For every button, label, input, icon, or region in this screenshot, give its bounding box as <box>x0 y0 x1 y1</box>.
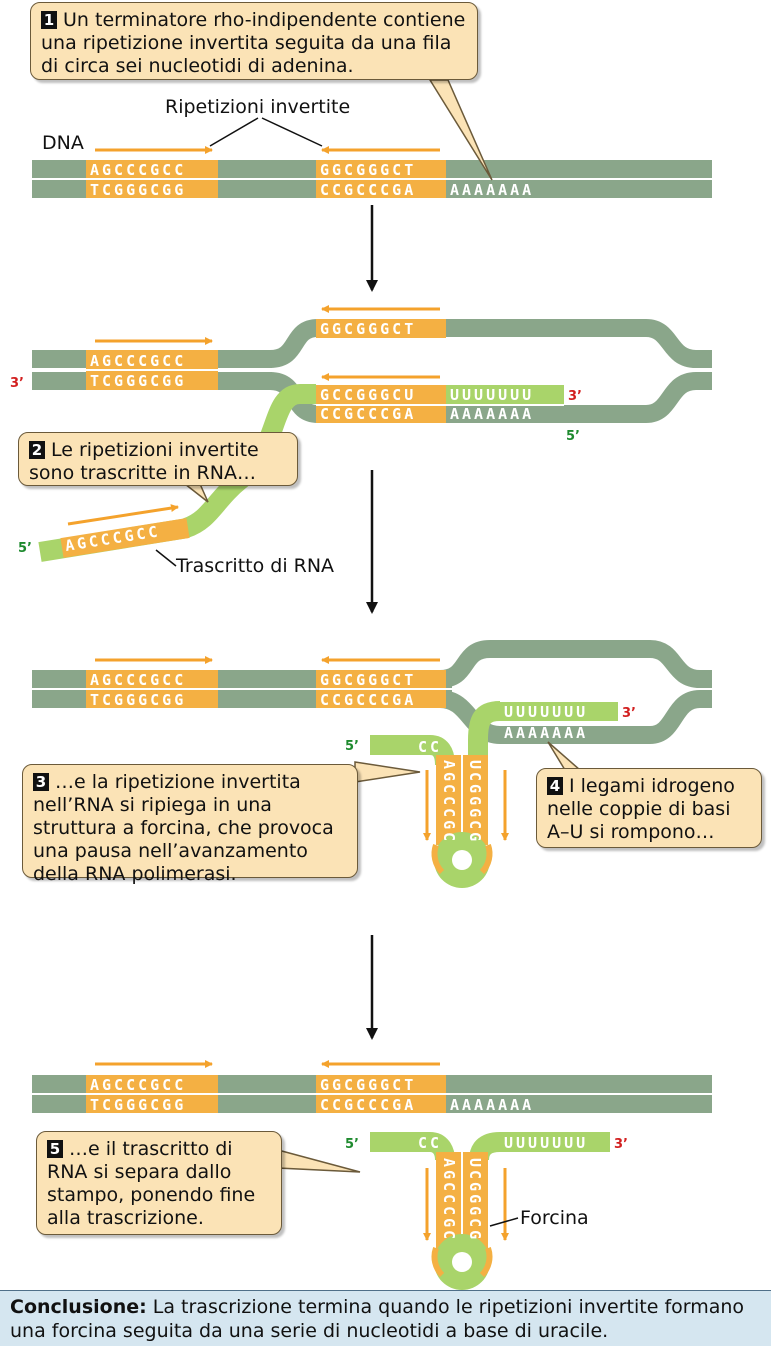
p2-rna-rep2: GCCGGGCU <box>320 386 416 404</box>
seq-rep1-top: AGCCCGCC <box>90 161 186 179</box>
p5-stem-right: UCGGGCG <box>466 1158 484 1242</box>
dna-label: DNA <box>42 132 84 154</box>
p4-rep2-bottom: CCGCCCGA <box>320 1096 416 1114</box>
panel-5: CC UUUUUUU AGCCCGC UCGGGCG 5’ 3’ Forcina <box>277 1132 628 1290</box>
p4-rep2-top: GGCGGGCT <box>320 1076 416 1094</box>
p3-rep2-top: GGCGGGCT <box>320 671 416 689</box>
conclusion-text: La trascrizione termina quando le ripeti… <box>10 1296 745 1342</box>
hairpin-label: Forcina <box>520 1207 589 1229</box>
conclusion-box: Conclusione: La trascrizione termina qua… <box>0 1290 771 1346</box>
p3-stem-right: UCGGGCG <box>466 760 484 844</box>
p2-rep1-top: AGCCCGCC <box>90 352 186 370</box>
p3-rep1-top: AGCCCGCC <box>90 671 186 689</box>
p4-rep1-bottom: TCGGGCGG <box>90 1096 186 1114</box>
callout-1-text: Un terminatore rho-indipendente contiene… <box>41 9 466 77</box>
inverted-repeats-label: Ripetizioni invertite <box>165 96 350 118</box>
panel-1: AGCCCGCC TCGGGCGG GGCGGGCT CCGCCCGA AAAA… <box>32 79 712 199</box>
p2-poly-u: UUUUUUU <box>450 386 534 404</box>
p5-poly-u: UUUUUUU <box>504 1134 588 1152</box>
p2-poly-a: AAAAAAA <box>450 405 534 423</box>
callout-5-text: …e il trascritto di RNA si separa dallo … <box>47 1138 256 1229</box>
callout-2-text: Le ripetizioni invertite sono trascritte… <box>29 439 259 484</box>
p3-rep1-bottom: TCGGGCGG <box>90 691 186 709</box>
seq-rep2-top: GGCGGGCT <box>320 161 416 179</box>
p5-stem-left: AGCCCGC <box>440 1158 458 1242</box>
step-number-2: 2 <box>29 441 45 459</box>
step-number-5: 5 <box>47 1140 63 1158</box>
p3-cc: CC <box>418 738 442 756</box>
p3-poly-u: UUUUUUU <box>504 703 588 721</box>
p5-3prime: 3’ <box>614 1137 628 1152</box>
p2-rep1-bottom: TCGGGCGG <box>90 372 186 390</box>
p3-3prime: 3’ <box>622 706 636 721</box>
p3-5prime: 5’ <box>345 739 359 754</box>
seq-poly-a: AAAAAAA <box>450 181 534 199</box>
p5-5prime: 5’ <box>345 1137 359 1152</box>
p3-poly-a: AAAAAAA <box>504 724 588 742</box>
callout-4-text: I legami idrogeno nelle coppie di basi A… <box>547 775 735 843</box>
p4-rep1-top: AGCCCGCC <box>90 1076 186 1094</box>
callout-step-3: 3…e la ripetizione invertita nell’RNA si… <box>22 764 358 885</box>
panel-3: AGCCCGCC TCGGGCGG GGCGGGCT CCGCCCGA UUUU… <box>32 640 712 888</box>
panel-2: AGCCCGCC TCGGGCGG GGCGGGCT GCCGGGCU UUUU… <box>10 305 712 577</box>
seq-rep2-bottom: CCGCCCGA <box>320 181 416 199</box>
p2-3prime-left: 3’ <box>10 376 24 391</box>
p3-rep2-bottom: CCGCCCGA <box>320 691 416 709</box>
terminator-diagram: AGCCCGCC TCGGGCGG GGCGGGCT CCGCCCGA AAAA… <box>10 79 712 1290</box>
callout-step-5: 5…e il trascritto di RNA si separa dallo… <box>36 1131 282 1235</box>
panel-4: AGCCCGCC TCGGGCGG GGCGGGCT CCGCCCGA AAAA… <box>32 1060 712 1114</box>
p2-5prime-dna: 5’ <box>566 429 580 444</box>
step-number-3: 3 <box>33 773 49 791</box>
callout-3-text: …e la ripetizione invertita nell’RNA si … <box>33 771 334 885</box>
p2-rep2-top: GGCGGGCT <box>320 320 416 338</box>
p2-rep2-bottom: CCGCCCGA <box>320 405 416 423</box>
p5-cc: CC <box>418 1134 442 1152</box>
seq-rep1-bottom: TCGGGCGG <box>90 181 186 199</box>
p3-stem-left: AGCCCGC <box>440 760 458 844</box>
conclusion-title: Conclusione: <box>10 1296 147 1318</box>
p2-5prime-rna: 5’ <box>18 541 32 556</box>
rna-transcript-label: Trascritto di RNA <box>175 555 334 577</box>
p4-poly-a: AAAAAAA <box>450 1096 534 1114</box>
p2-3prime-rna: 3’ <box>568 389 582 404</box>
step-number-4: 4 <box>547 777 563 795</box>
step-number-1: 1 <box>41 11 57 29</box>
